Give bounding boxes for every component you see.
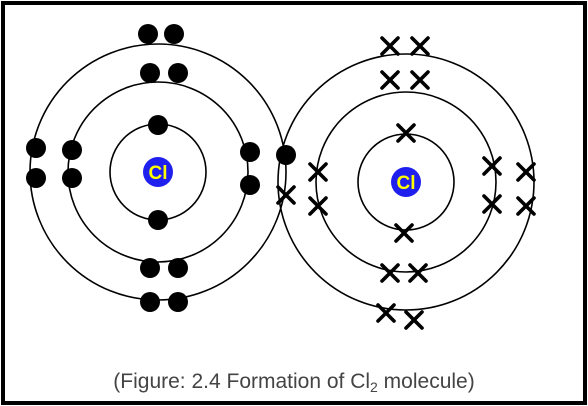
electron-dot (168, 292, 188, 312)
right-chlorine-atom: Cl (277, 36, 536, 330)
electron-cross (380, 263, 400, 283)
shared-electron-pair (276, 145, 296, 205)
electron-cross (516, 162, 536, 182)
electron-cross (482, 194, 502, 214)
electron-dot (62, 168, 82, 188)
left-atom-symbol: Cl (149, 163, 168, 184)
right-nucleus (391, 167, 421, 197)
electron-dot (138, 24, 158, 44)
electron-dot (148, 210, 168, 230)
electron-cross (410, 70, 430, 90)
electron-cross (404, 310, 424, 330)
electron-cross (308, 196, 328, 216)
electron-dot (240, 175, 260, 195)
figure-caption: (Figure: 2.4 Formation of Cl2 molecule) (113, 370, 474, 395)
electron-cross (380, 36, 400, 56)
electron-cross (408, 263, 428, 283)
right-electrons (308, 36, 536, 330)
electron-dot (140, 258, 160, 278)
electron-dot (140, 63, 160, 83)
electron-dot (26, 168, 46, 188)
right-shell-2 (315, 91, 497, 273)
electron-cross (380, 70, 400, 90)
shared-electron-dot (276, 145, 296, 165)
electron-dot (62, 140, 82, 160)
electron-cross (482, 156, 502, 176)
right-atom-symbol: Cl (397, 173, 416, 194)
right-shell-3 (277, 53, 535, 311)
electron-dot (168, 258, 188, 278)
electron-cross (516, 196, 536, 216)
left-electrons (26, 24, 260, 312)
electron-cross (396, 123, 416, 143)
electron-dot (140, 292, 160, 312)
electron-dot (168, 63, 188, 83)
electron-dot (26, 138, 46, 158)
caption-suffix: molecule) (378, 370, 475, 393)
electron-dot (148, 115, 168, 135)
electron-dot (164, 24, 184, 44)
electron-cross (376, 303, 396, 323)
electron-cross (308, 162, 328, 182)
electron-cross (394, 223, 414, 243)
left-nucleus (143, 157, 173, 187)
caption-subscript: 2 (370, 379, 378, 395)
caption-prefix: (Figure: 2.4 Formation of Cl (113, 370, 370, 393)
shared-electron-cross (276, 185, 296, 205)
left-chlorine-atom: Cl (26, 24, 287, 312)
electron-cross (410, 36, 430, 56)
electron-dot (240, 142, 260, 162)
